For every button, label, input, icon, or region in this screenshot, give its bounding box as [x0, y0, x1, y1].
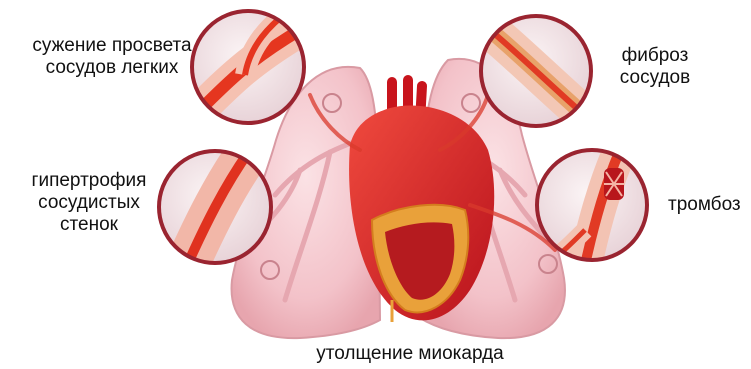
label-lumen-narrowing-line1: сужение просвета [24, 35, 200, 57]
magnifier-lumen-narrowing [192, 10, 304, 123]
magnifier-vessel-fibrosis [481, 16, 591, 126]
label-lumen-narrowing-line2: сосудов легких [24, 57, 200, 79]
thrombus-clot [604, 168, 624, 200]
label-vessel-fibrosis: фиброз сосудов [607, 45, 703, 89]
label-myocardial-thickening: утолщение миокарда [300, 343, 520, 365]
label-wall-hypertrophy-line3: стенок [24, 214, 154, 236]
label-lumen-narrowing: сужение просвета сосудов легких [24, 35, 200, 79]
label-myocardial-thickening-text: утолщение миокарда [300, 343, 520, 365]
label-vessel-fibrosis-line2: сосудов [607, 67, 703, 89]
label-thrombosis-text: тромбоз [668, 194, 741, 216]
label-wall-hypertrophy-line1: гипертрофия [24, 170, 154, 192]
label-wall-hypertrophy-line2: сосудистых [24, 192, 154, 214]
label-vessel-fibrosis-line1: фиброз [607, 45, 703, 67]
label-thrombosis: тромбоз [668, 194, 741, 216]
label-wall-hypertrophy: гипертрофия сосудистых стенок [24, 170, 154, 236]
